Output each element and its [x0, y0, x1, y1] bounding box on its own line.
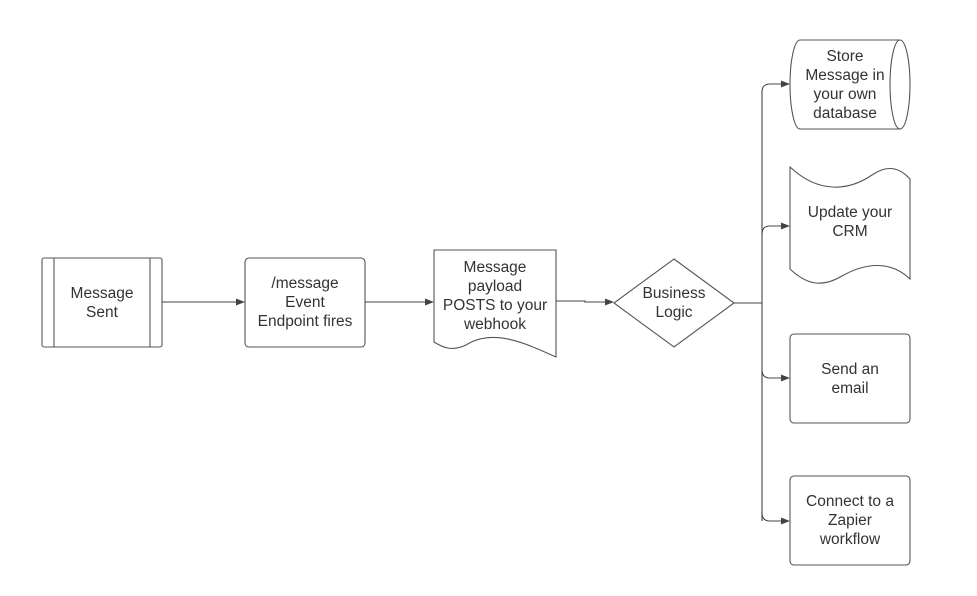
- label-payload-posts: Message payload POSTS to your webhook: [442, 259, 548, 333]
- node-update-crm: [789, 165, 911, 284]
- label-message-sent: Message Sent: [70, 284, 134, 321]
- label-store-message: Store Message in your own database: [805, 47, 885, 122]
- label-business-logic: Business Logic: [642, 285, 706, 321]
- node-send-email: [789, 333, 911, 424]
- label-send-email: Send an email: [821, 360, 879, 397]
- edge-logic-to-store: [761, 80, 790, 93]
- node-zapier: [789, 475, 911, 566]
- edge-logic-to-crm: [761, 222, 790, 235]
- node-store-message: [789, 39, 911, 130]
- node-business-logic: [613, 258, 735, 348]
- edge-logic-to-zapier: [761, 512, 790, 525]
- label-zapier: Connect to a Zapier workflow: [806, 493, 894, 548]
- node-payload-posts: [433, 249, 557, 358]
- edge-payload-to-logic: [556, 298, 614, 306]
- label-event-endpoint: /message Event Endpoint fires: [257, 275, 353, 330]
- edge-logic-to-email: [761, 369, 790, 382]
- edge-logic-trunk: [734, 92, 763, 521]
- label-update-crm: Update your CRM: [807, 204, 893, 240]
